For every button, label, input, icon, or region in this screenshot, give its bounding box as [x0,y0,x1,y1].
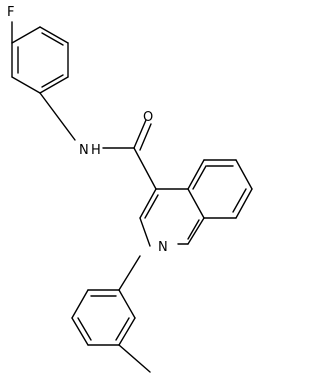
tolyl-ring [71,289,136,346]
ring-n-label: N [158,240,168,255]
molecule-drawing: F O N H N [7,5,253,373]
fluorine-label: F [7,5,14,20]
quinoline-pyridine-ring [139,188,205,247]
amide-h-label: H [91,143,101,158]
methyl-bond [118,344,151,373]
quinoline-benzo-ring [187,159,253,219]
oxygen-label: O [143,110,153,125]
aryl-n-bond [39,92,76,141]
carbonyl-double-bond [133,119,152,151]
structure-diagram: F O N H N [7,5,253,373]
fluorophenyl-ring [11,26,69,94]
quinoline-tolyl-bond [118,255,141,291]
amide-n-label: N [79,143,89,158]
carbonyl-quinoline-bond [133,147,157,190]
